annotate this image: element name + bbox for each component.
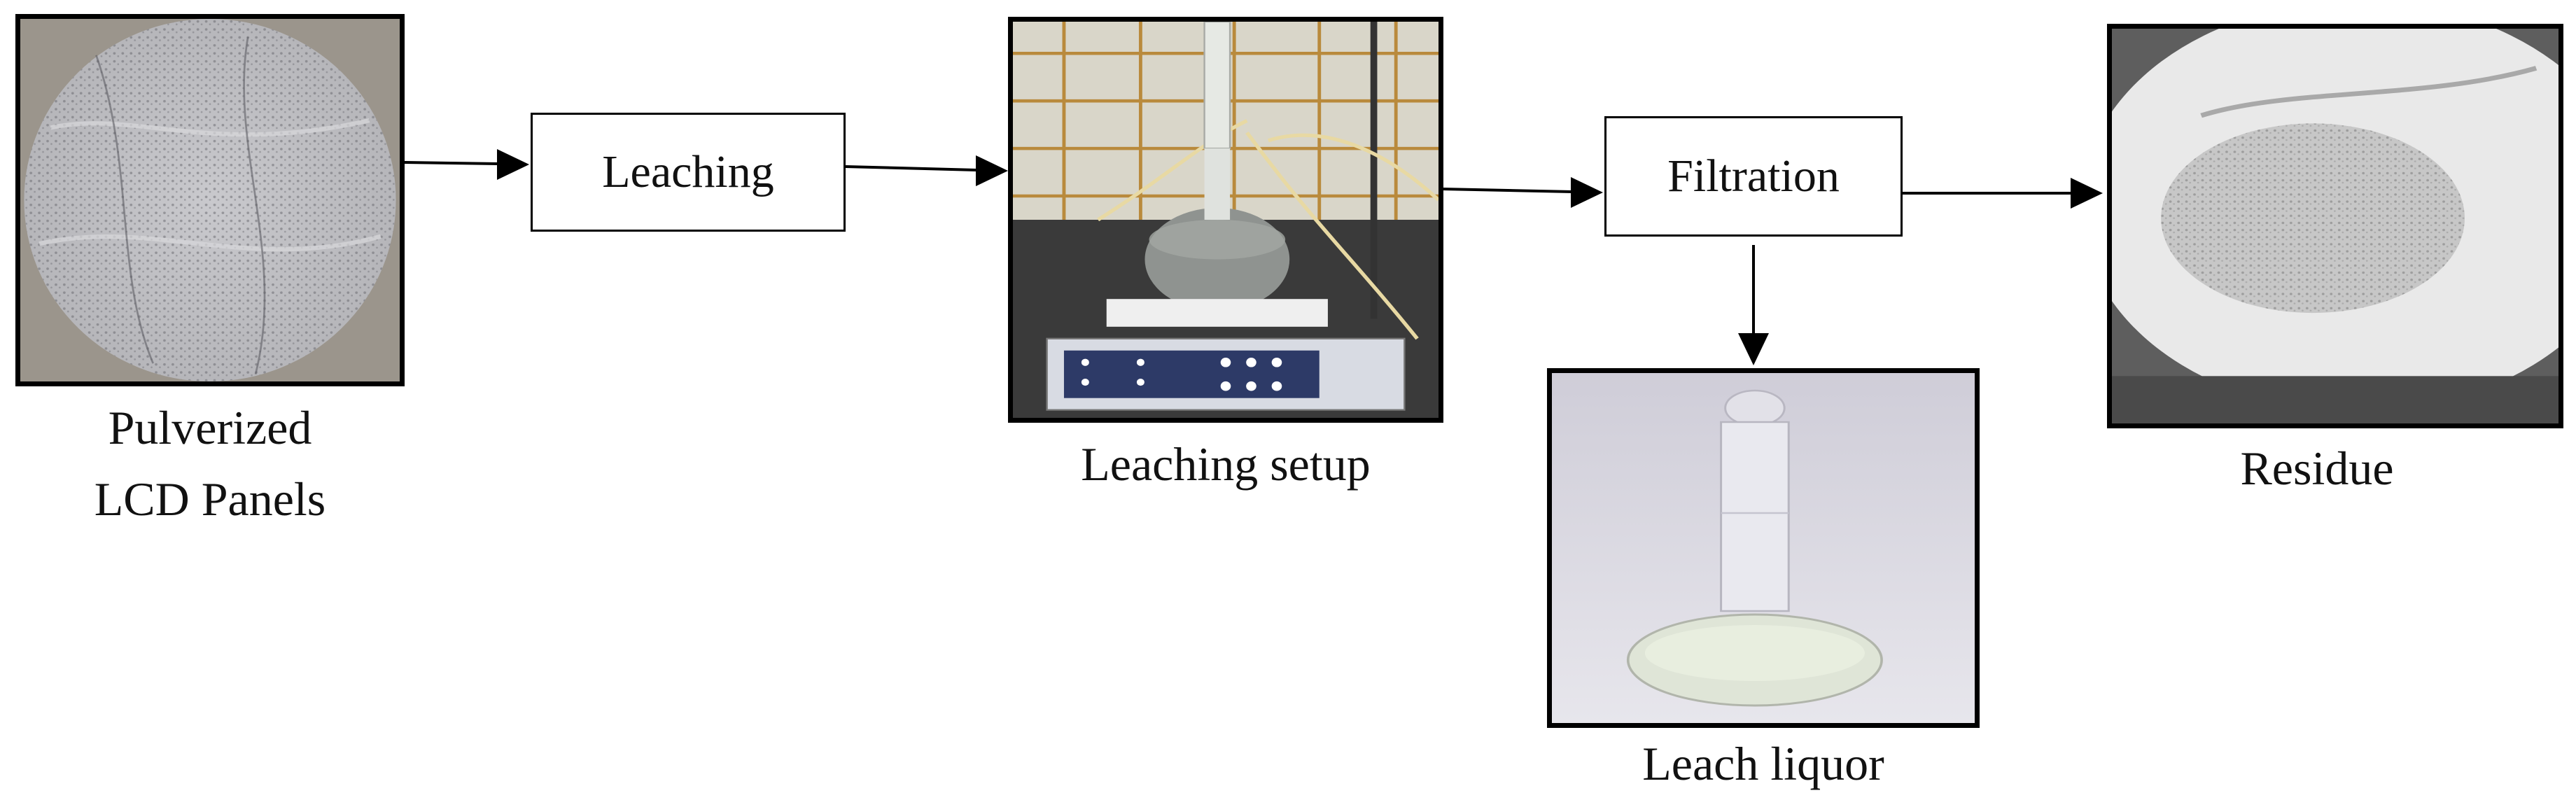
- residue-caption: Residue: [2240, 442, 2394, 495]
- leach-liquor-caption: Leach liquor: [1642, 737, 1884, 790]
- leaching-step-box: Leaching: [531, 113, 846, 232]
- filtration-step-box: Filtration: [1604, 116, 1903, 237]
- leaching-setup-photo: [1008, 17, 1443, 423]
- pulverized-lcd-panels-caption: Pulverized LCD Panels: [94, 401, 326, 526]
- arrow-pulverized-to-leaching: [404, 149, 529, 180]
- leaching-setup-caption: Leaching setup: [1081, 437, 1371, 491]
- residue-photo: [2107, 24, 2563, 428]
- pulverized-lcd-panels-photo: [15, 14, 405, 386]
- leaching-step-label: Leaching: [602, 146, 774, 197]
- arrow-setup-to-filtration: [1441, 177, 1603, 208]
- leach-liquor-photo: [1547, 368, 1980, 728]
- arrow-leaching-to-setup: [845, 155, 1008, 186]
- arrow-filtration-to-leach-liquor: [1738, 245, 1769, 365]
- arrow-filtration-to-residue: [1903, 178, 2103, 209]
- filtration-step-label: Filtration: [1667, 150, 1840, 202]
